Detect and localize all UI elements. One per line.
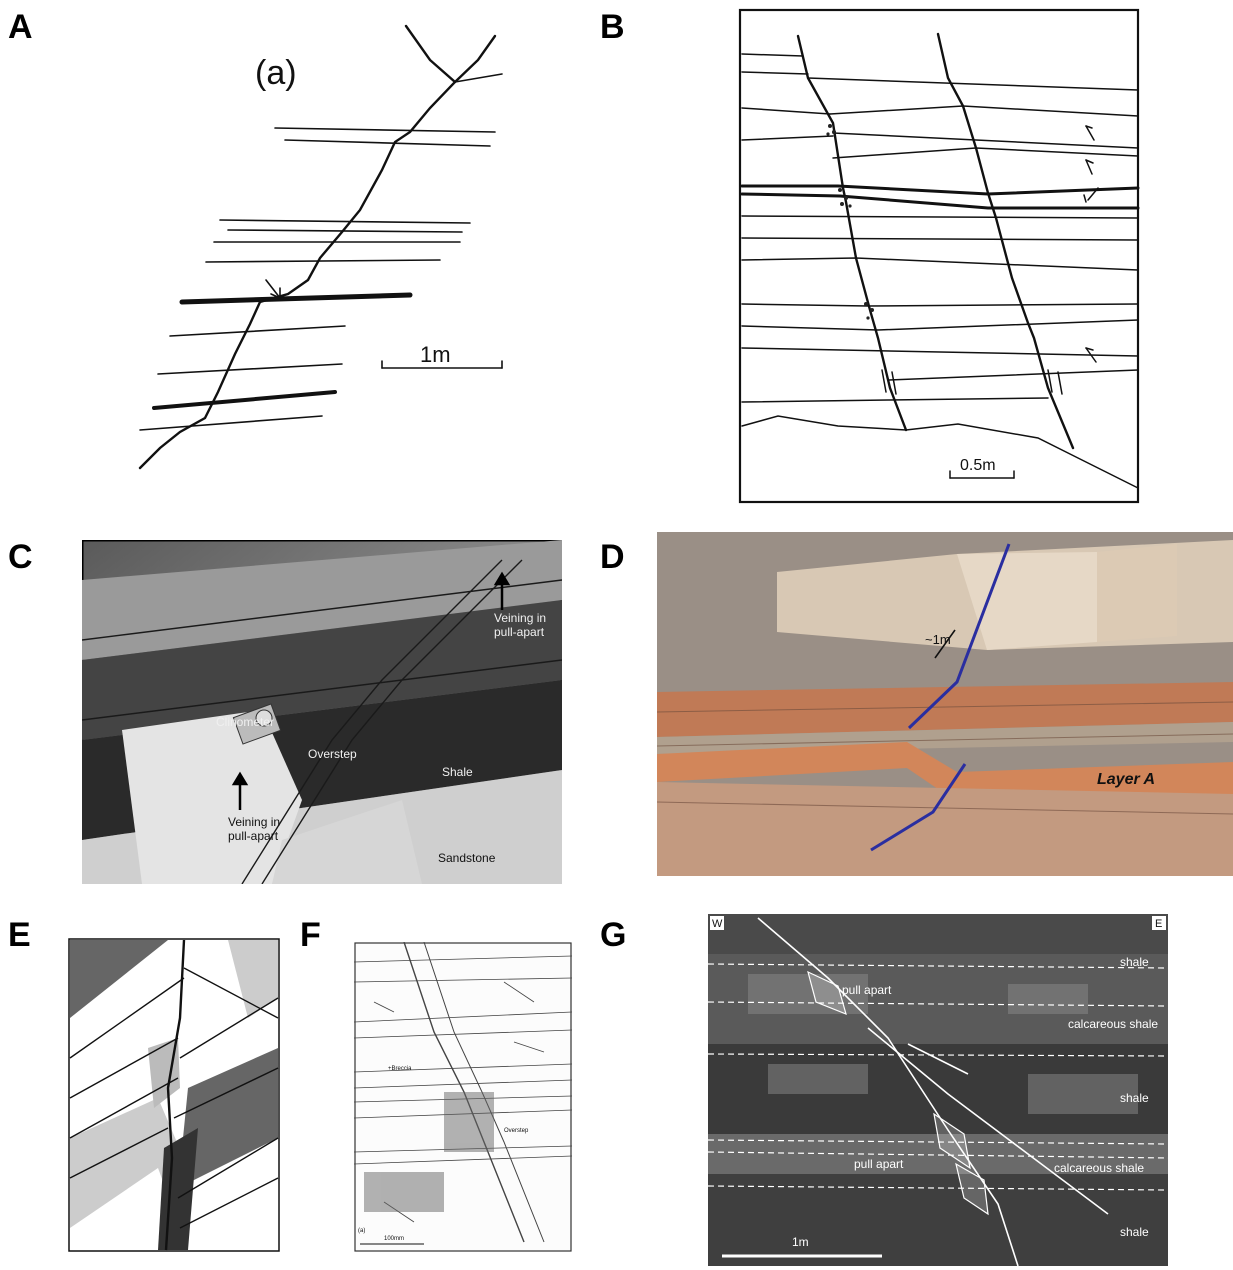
- panel-label-b: B: [600, 8, 625, 46]
- panel-c-overstep-label: Overstep: [308, 747, 357, 761]
- panel-d-layer-label: Layer A: [1097, 771, 1155, 788]
- panel-c-sandstone-label: Sandstone: [438, 851, 496, 865]
- panel-c-veining-top-line1: Veining in: [494, 611, 546, 625]
- panel-label-g: G: [600, 916, 627, 954]
- panel-label-e: E: [8, 916, 31, 954]
- panel-g-pull-apart-top: pull apart: [842, 983, 892, 997]
- panel-a-sublabel: (a): [255, 54, 297, 92]
- panel-g-scale-label: 1m: [792, 1235, 809, 1249]
- panel-c-veining-bottom-line1: Veining in: [228, 815, 280, 829]
- panel-c-photo: Veining in pull-apart Clinometer Overste…: [82, 540, 562, 884]
- panel-label-c: C: [8, 538, 33, 576]
- panel-b-sketch: 0.5m: [738, 8, 1142, 506]
- panel-label-a: A: [8, 8, 33, 46]
- panel-f-breccia-label: +Breccia: [388, 1066, 412, 1072]
- panel-g-pull-apart-bottom: pull apart: [854, 1157, 904, 1171]
- panel-f-drawing: +Breccia Overstep (a) 100mm: [354, 942, 572, 1252]
- panel-c-clinometer-label: Clinometer: [216, 715, 274, 729]
- panel-a-scale-label: 1m: [420, 342, 451, 367]
- panel-f-sublabel: (a): [358, 1228, 365, 1234]
- panel-c-veining-top-line2: pull-apart: [494, 625, 545, 639]
- panel-g-west-label: W: [712, 918, 723, 930]
- panel-g-layer-label: shale: [1120, 1091, 1149, 1105]
- panel-e-schematic: [68, 938, 280, 1252]
- panel-g-layer-label: shale: [1120, 955, 1149, 969]
- panel-g-layer-label: calcareous shale: [1068, 1017, 1158, 1031]
- panel-g-layer-label: shale: [1120, 1225, 1149, 1239]
- panel-d-spacing-label: ~1m: [925, 632, 951, 647]
- panel-label-f: F: [300, 916, 321, 954]
- panel-f-scale-label: 100mm: [384, 1236, 404, 1242]
- panel-d-photo: ~1m Layer A: [657, 532, 1233, 876]
- panel-g-layer-label: calcareous shale: [1054, 1161, 1144, 1175]
- panel-c-veining-bottom-line2: pull-apart: [228, 829, 279, 843]
- panel-g-photo: W E pull apart pull apart shale calcareo…: [708, 914, 1168, 1266]
- panel-f-overstep-label: Overstep: [504, 1128, 529, 1134]
- panel-a-sketch: (a) 1m: [110, 20, 530, 480]
- panel-b-scale-label: 0.5m: [960, 457, 996, 474]
- panel-g-east-label: E: [1155, 918, 1162, 930]
- panel-label-d: D: [600, 538, 625, 576]
- panel-c-shale-label: Shale: [442, 765, 473, 779]
